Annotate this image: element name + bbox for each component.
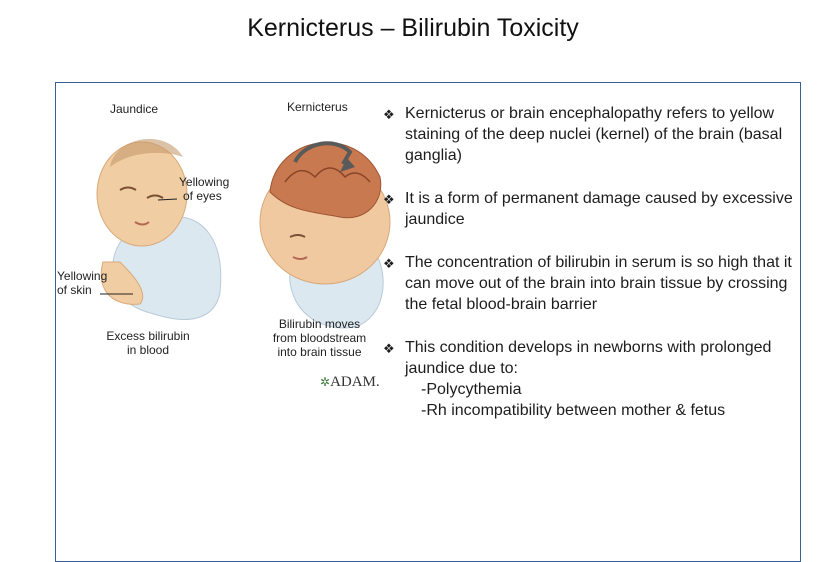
kernicterus-infant-drawing — [259, 141, 391, 329]
infant-drawings — [96, 138, 391, 329]
jaundice-illustration: Jaundice Kernicterus Yellowing of eyes Y… — [55, 82, 395, 402]
jaundice-label: Jaundice — [110, 102, 159, 116]
bullet-item: ❖ The concentration of bilirubin in seru… — [383, 254, 792, 313]
slide-title: Kernicterus – Bilirubin Toxicity — [247, 14, 579, 42]
adam-logo: ✲ADAM. — [320, 374, 380, 390]
diamond-bullet-icon: ❖ — [383, 256, 395, 271]
sub-item: -Rh incompatibility between mother & fet… — [421, 402, 726, 419]
diamond-bullet-icon: ❖ — [383, 107, 395, 122]
bullet-list: ❖ Kernicterus or brain encephalopathy re… — [383, 103, 803, 443]
diamond-bullet-icon: ❖ — [383, 192, 395, 207]
bullet-item: ❖ It is a form of permanent damage cause… — [383, 190, 793, 228]
kernicterus-label: Kernicterus — [287, 100, 348, 114]
skin-callout: Yellowing of skin — [57, 269, 108, 297]
diamond-bullet-icon: ❖ — [383, 341, 395, 356]
sub-item: -Polycythemia — [421, 381, 522, 398]
eyes-callout: Yellowing of eyes — [179, 175, 230, 203]
bullet-item: ❖ This condition develops in newborns wi… — [383, 337, 803, 421]
bullet-item: ❖ Kernicterus or brain encephalopathy re… — [383, 105, 783, 164]
right-caption: Bilirubin moves from bloodstream into br… — [272, 317, 367, 359]
jaundiced-infant-drawing — [96, 138, 222, 320]
leaf-icon: ✲ — [320, 375, 331, 389]
left-caption: Excess bilirubin in blood — [106, 329, 190, 357]
